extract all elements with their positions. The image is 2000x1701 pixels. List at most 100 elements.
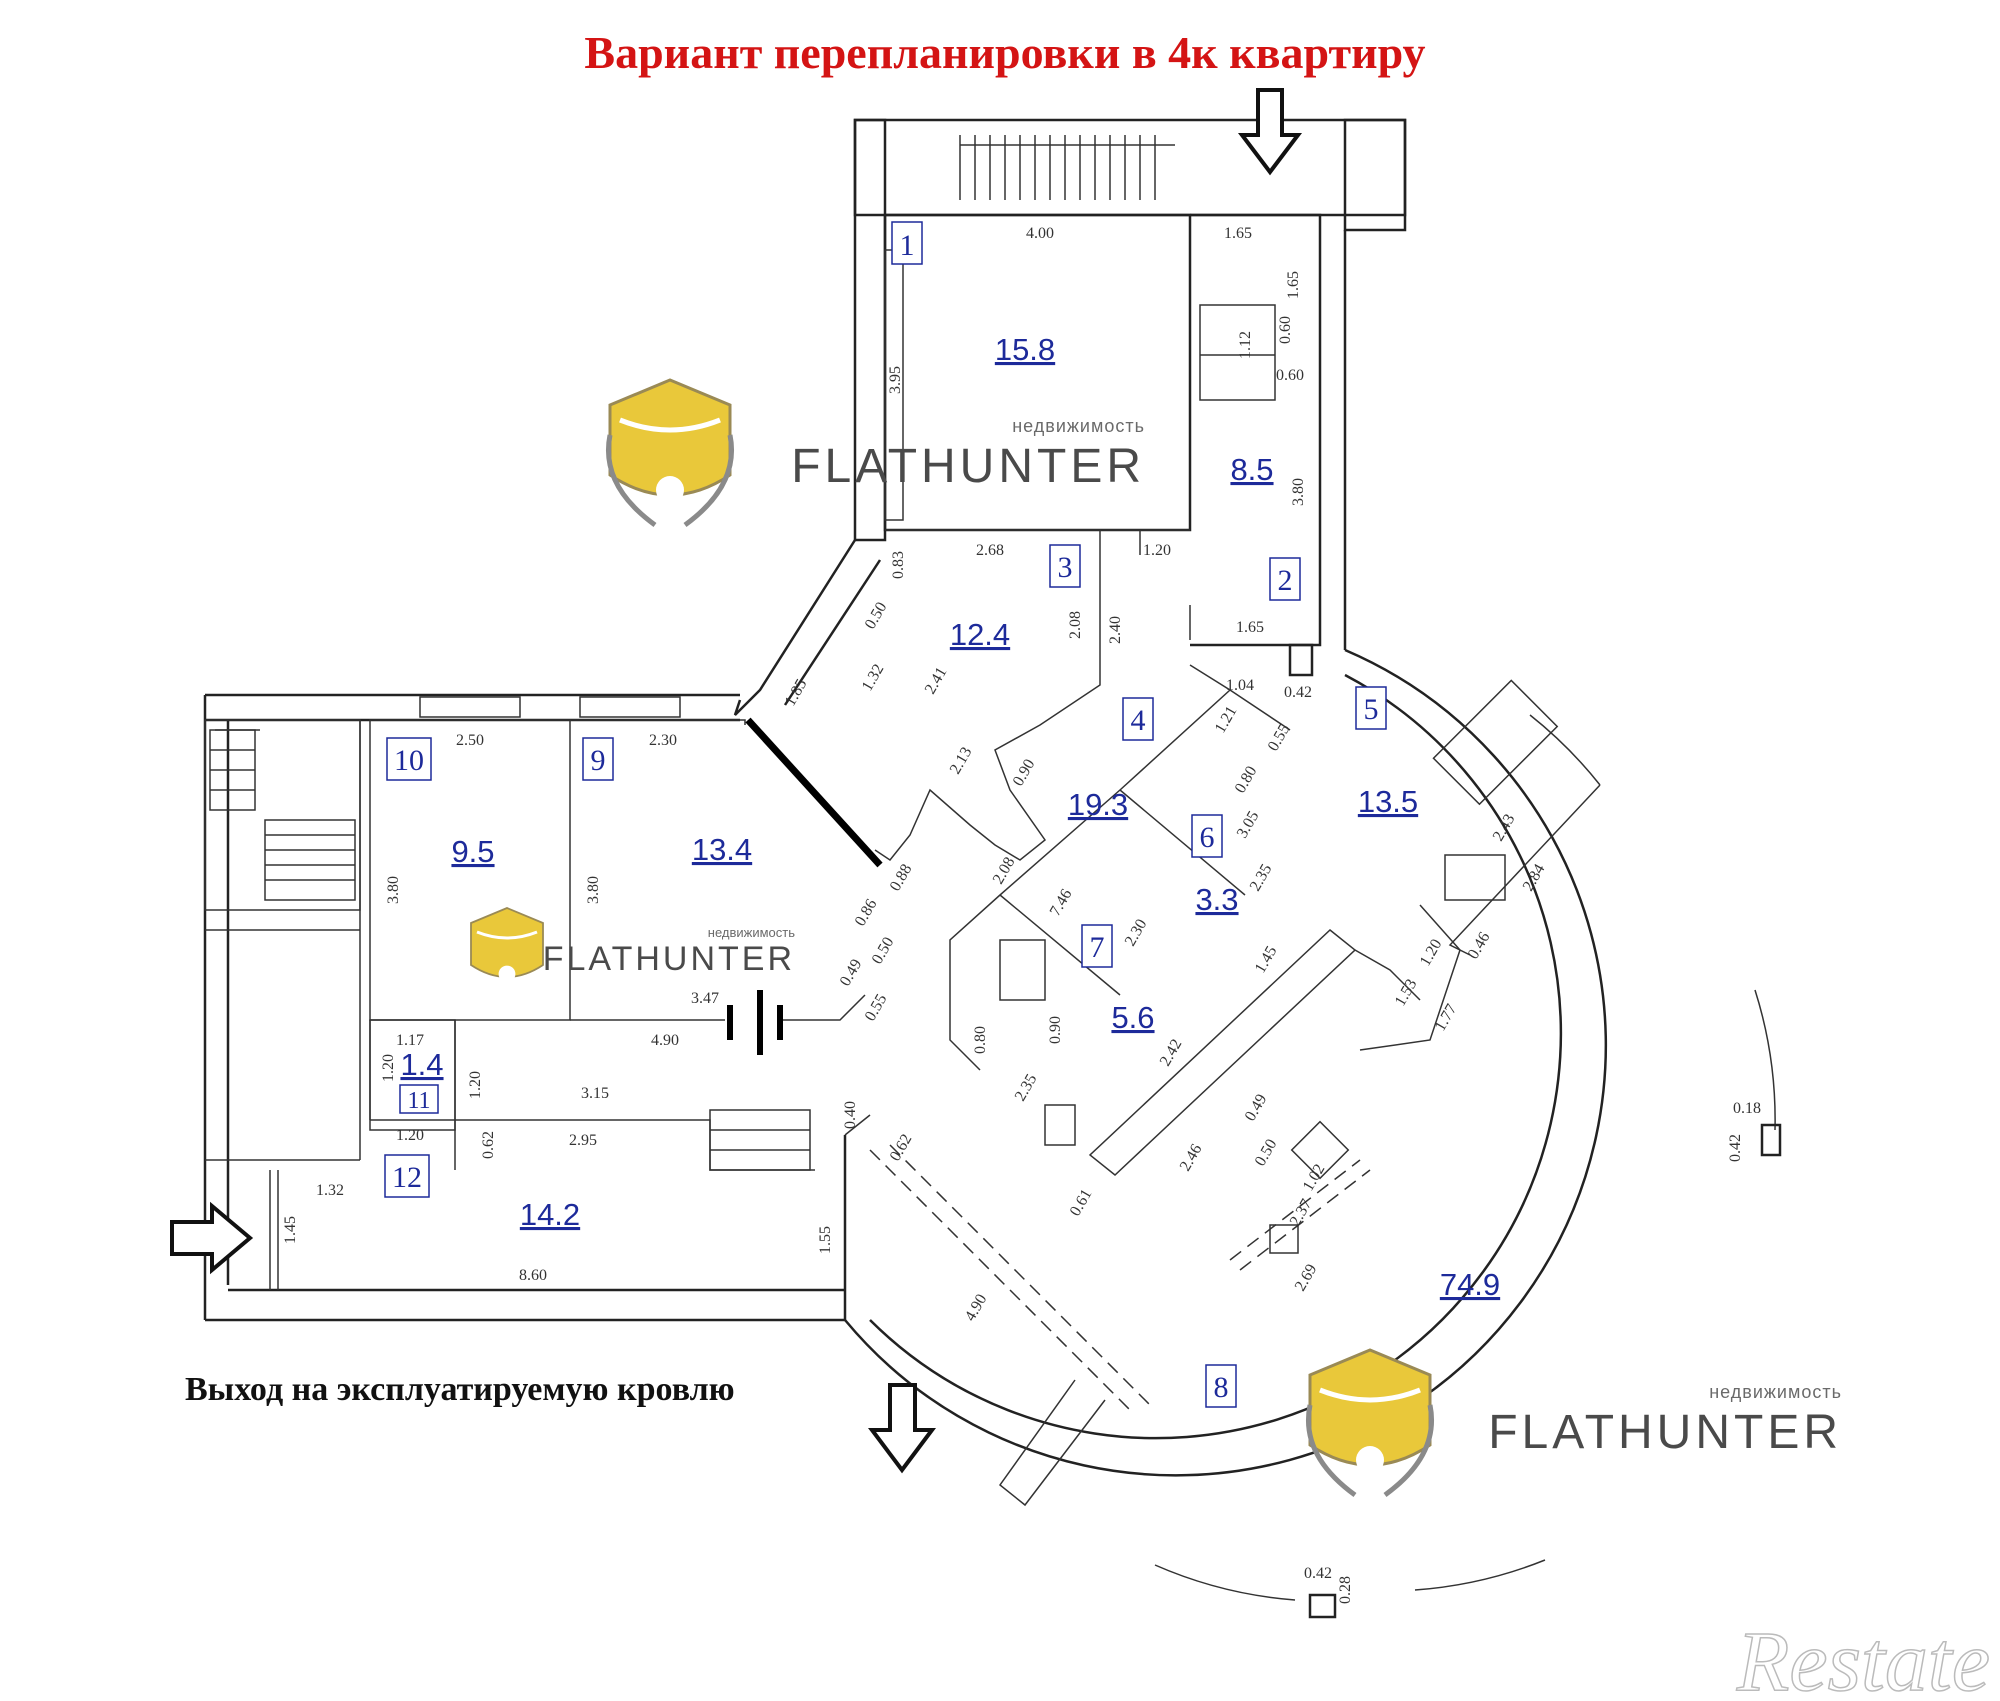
flathunter-logo-emblem-1 — [606, 378, 734, 528]
dim-label: 1.20 — [380, 1054, 397, 1082]
dim-label: 1.65 — [1224, 225, 1252, 242]
room-number: 5 — [1364, 693, 1379, 726]
dim-label: 2.43 — [1490, 811, 1519, 844]
dim-label: 3.80 — [585, 876, 602, 904]
dim-label: 0.42 — [1284, 684, 1312, 701]
dim-label: 0.80 — [972, 1026, 989, 1054]
dim-label: 2.41 — [922, 664, 951, 697]
room-10: 10 9.5 — [386, 737, 495, 869]
room-number: 2 — [1278, 564, 1293, 597]
dim-label: 0.50 — [1252, 1136, 1281, 1169]
dim-label: 2.13 — [947, 744, 976, 777]
plan-title: Вариант перепланировки в 4к квартиру — [584, 27, 1425, 78]
dim-label: 1.20 — [1417, 936, 1446, 969]
dim-label: 2.68 — [976, 542, 1004, 559]
dim-label: 0.60 — [1277, 316, 1294, 344]
dim-label: 0.86 — [852, 896, 881, 929]
room-area: 15.8 — [995, 332, 1055, 367]
dim-label: 0.62 — [480, 1131, 497, 1159]
outer-walls — [203, 213, 1347, 1322]
entrance-arrow-left-icon — [170, 1201, 254, 1275]
dim-label: 1.65 — [1236, 619, 1264, 636]
dim-label: 1.02 — [1300, 1161, 1329, 1194]
room-area: 19.3 — [1068, 787, 1128, 822]
dim-label: 2.30 — [1122, 916, 1151, 949]
dim-label: 1.85 — [782, 676, 811, 709]
room-3: 3 12.4 — [950, 544, 1081, 652]
dim-label: 0.40 — [842, 1101, 859, 1129]
roof-exit-arrow-icon — [868, 1383, 936, 1474]
dim-label: 0.88 — [887, 861, 916, 894]
dim-label: 0.18 — [1733, 1100, 1761, 1117]
watermark-subtitle: недвижимость — [1012, 416, 1145, 436]
dim-label: 3.47 — [691, 990, 719, 1007]
room-number: 9 — [591, 744, 606, 777]
room-5: 5 13.5 — [1355, 686, 1418, 819]
dim-label: 1.53 — [1392, 976, 1421, 1009]
room-area: 13.5 — [1358, 784, 1418, 819]
dim-label: 7.46 — [1047, 886, 1076, 919]
dim-label: 2.37 — [1287, 1196, 1316, 1229]
flathunter-logo-emblem-2 — [470, 907, 544, 983]
room-area: 3.3 — [1195, 882, 1238, 917]
room-8: 8 74.9 — [1205, 1267, 1500, 1408]
room-6: 6 3.3 — [1191, 814, 1239, 917]
dim-label: 0.50 — [869, 934, 898, 967]
dim-label: 2.08 — [1067, 611, 1084, 639]
room-12: 12 14.2 — [384, 1154, 580, 1232]
dim-label: 1.17 — [396, 1032, 424, 1049]
dim-label: 2.95 — [569, 1132, 597, 1149]
dim-label: 3.95 — [887, 366, 904, 394]
dim-label: 2.46 — [1177, 1141, 1206, 1174]
dim-label: 0.62 — [887, 1131, 916, 1164]
dim-label: 0.90 — [1047, 1016, 1064, 1044]
dim-label: 3.80 — [385, 876, 402, 904]
dim-label: 1.20 — [396, 1127, 424, 1144]
dim-label: 8.60 — [519, 1267, 547, 1284]
room-9: 9 13.4 — [582, 737, 752, 867]
room-2: 2 8.5 — [1230, 452, 1301, 601]
room-area: 13.4 — [692, 832, 752, 867]
room-number: 11 — [407, 1088, 430, 1114]
watermark-brand: FLATHUNTER — [1488, 1406, 1842, 1459]
dim-label: 0.83 — [890, 551, 907, 579]
room-area: 1.4 — [400, 1047, 443, 1082]
dim-label: 0.55 — [862, 991, 891, 1024]
watermark-2: недвижимость FLATHUNTER — [543, 925, 795, 978]
dim-label: 3.80 — [1290, 478, 1307, 506]
dim-label: 2.30 — [649, 732, 677, 749]
dim-label: 1.77 — [1432, 1001, 1461, 1034]
room-number: 4 — [1131, 704, 1146, 737]
room-area: 8.5 — [1230, 452, 1273, 487]
watermark-brand: FLATHUNTER — [791, 440, 1145, 493]
watermark-1: недвижимость FLATHUNTER — [791, 416, 1145, 493]
restate-watermark: Restate — [1736, 1613, 1990, 1701]
room-11: 11 1.4 — [399, 1047, 444, 1114]
dim-label: 0.55 — [1265, 721, 1294, 754]
dim-label: 1.65 — [1285, 271, 1302, 299]
room-number: 6 — [1200, 821, 1215, 854]
dim-label: 1.12 — [1237, 331, 1254, 359]
watermark-subtitle: недвижимость — [1709, 1382, 1842, 1402]
dim-label: 3.15 — [581, 1085, 609, 1102]
dim-label: 1.45 — [282, 1216, 299, 1244]
room-number: 1 — [900, 229, 915, 262]
dim-label: 1.55 — [817, 1226, 834, 1254]
dim-label: 2.42 — [1157, 1036, 1186, 1069]
room-1: 1 15.8 — [891, 221, 1055, 367]
room-4: 4 19.3 — [1068, 697, 1154, 822]
room-area: 14.2 — [520, 1197, 580, 1232]
dim-label: 0.49 — [1242, 1091, 1271, 1124]
dim-label: 0.60 — [1276, 367, 1304, 384]
room-number: 7 — [1090, 931, 1105, 964]
roof-exit-label: Выход на эксплуатируемую кровлю — [185, 1371, 735, 1408]
dim-label: 2.50 — [456, 732, 484, 749]
room-area: 9.5 — [451, 834, 494, 869]
dim-label: 0.61 — [1067, 1186, 1096, 1219]
watermark-brand: FLATHUNTER — [543, 940, 795, 978]
dim-label: 3.05 — [1234, 808, 1263, 841]
dim-label: 1.04 — [1226, 677, 1254, 694]
dim-label: 1.32 — [316, 1182, 344, 1199]
round-hall — [844, 643, 1782, 1619]
